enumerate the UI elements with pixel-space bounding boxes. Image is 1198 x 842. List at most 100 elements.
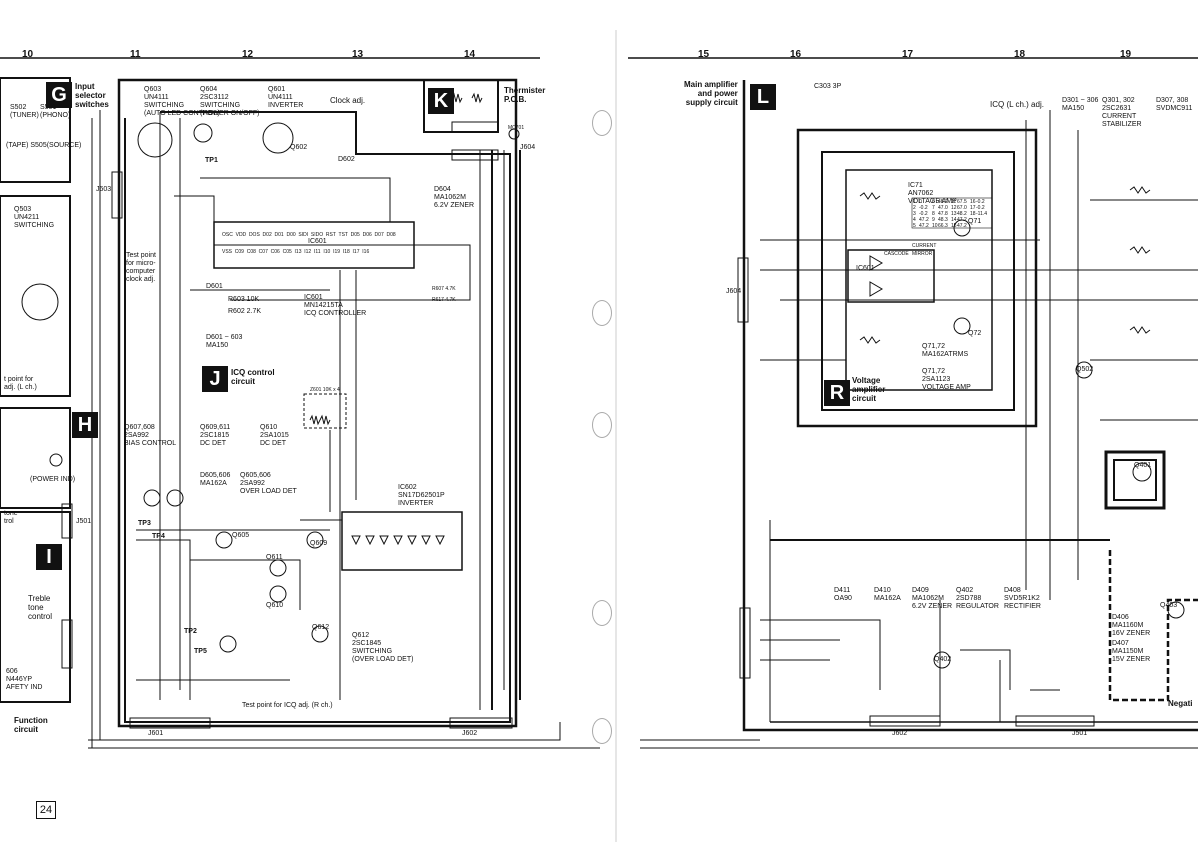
ic7-table-cell: 10 (932, 223, 938, 229)
binder-hole-5 (592, 718, 612, 744)
label-tp1: TP1 (205, 157, 218, 164)
ic7-table-cell: 1 (913, 199, 916, 205)
label-s501: S501 (PHONO) (40, 104, 71, 119)
ic7-body (847, 249, 935, 303)
label-j601: J601 (148, 730, 164, 737)
grid-col-6: 15 (698, 49, 710, 60)
ic7-table-cell: 47.2 (919, 217, 929, 223)
label-z601: Z601 10K x 4 (310, 387, 340, 393)
q401-block (1104, 450, 1166, 510)
ic7-table-cell: 67.0 (957, 205, 967, 211)
label-q612-b: Q612 (312, 624, 330, 631)
label-c303: C303 3P (814, 83, 842, 90)
q607-symbol (143, 489, 161, 507)
ic7-table-cell: 47.2 (957, 217, 967, 223)
q612-symbol (311, 625, 329, 643)
grid-col-7: 16 (790, 49, 802, 60)
ic7-table-cell: -0.2 (919, 205, 928, 211)
label-ic601-pins-bot: VSS C09 C08 C07 C06 C05 I13 I12 I11 I10 … (222, 249, 370, 255)
ic7-table-cell: -0.2 (919, 211, 928, 217)
ic7-table-cell: 47.2 (957, 223, 967, 229)
label-j604: J604 (520, 144, 536, 151)
jl-bottom2-connector (1015, 715, 1095, 727)
label-q610: Q610 2SA1015 DC DET (260, 424, 289, 447)
section-r-title: Voltage amplifier circuit (852, 376, 886, 403)
jl-left-connector (739, 607, 751, 679)
ic7-table-cell: 7 (932, 205, 935, 211)
label-d604: D604 MA1062M 6.2V ZENER (434, 186, 475, 209)
label-d409: D409 MA1062M 6.2V ZENER (912, 587, 953, 610)
label-ic601-pins-top: OSC VDD DOS D02 D01 D00 SIDI SIDO RST TS… (222, 232, 396, 238)
ic7-table-cell: 67.5 (957, 199, 967, 205)
page-number: 24 (36, 801, 56, 819)
grid-col-8: 17 (902, 49, 914, 60)
label-q605-606: Q605,606 2SA992 OVER LOAD DET (240, 472, 297, 495)
label-d406: D406 MA1160M 16V ZENER (1112, 614, 1151, 637)
j601-connector (129, 717, 211, 729)
q611-symbol (269, 559, 287, 577)
label-tp5: TP5 (194, 648, 207, 655)
label-q603: Q603 UN4111 SWITCHING (AUTO LED CONTROL) (144, 86, 220, 117)
label-j602: J602 (462, 730, 478, 737)
power-ind-lamp (49, 453, 63, 467)
q601-symbol (262, 122, 294, 154)
section-i-marker: I (36, 544, 62, 570)
label-q503: Q503 UN4211 SWITCHING (14, 206, 55, 229)
label-q612: Q612 2SC1845 SWITCHING (OVER LOAD DET) (352, 632, 414, 663)
label-r617: R617 4.7K (432, 297, 456, 303)
ic7-table-cell: 47.8 (938, 211, 948, 217)
negative-supply-path (1108, 550, 1198, 702)
j603-connector (111, 171, 123, 219)
label-q72-b: Q72 (968, 330, 982, 337)
label-j602-l: J602 (892, 730, 908, 737)
grid-col-2: 11 (130, 49, 141, 60)
label-s505: (TAPE) S505(SOURCE) (6, 142, 82, 149)
panel-q503 (0, 195, 71, 397)
grid-col-4: 13 (352, 49, 364, 60)
ic7-table-cell: 15 (951, 223, 957, 229)
panel-h (0, 407, 71, 509)
label-current-mirror: CURRENT MIRROR (912, 243, 937, 257)
panel-g (0, 77, 71, 183)
ic7-table-cell: 12 (951, 205, 957, 211)
section-l-marker: L (750, 84, 776, 110)
ic7-table-cell: 48.2 (957, 211, 967, 217)
binder-hole-3 (592, 412, 612, 438)
ic7-table-cell: -0.2 (976, 199, 985, 205)
label-icq-adj-l: ICQ (L ch.) adj. (990, 100, 1044, 109)
j602-connector (449, 717, 513, 729)
q402-symbol (933, 651, 951, 669)
grid-col-5: 14 (464, 49, 476, 60)
label-tp-clock: Test point for micro- computer clock adj… (126, 252, 156, 283)
q608-symbol (166, 489, 184, 507)
ic7-table-cell: -0.2 (976, 205, 985, 211)
ic7-table-cell: -11.4 (976, 211, 988, 217)
panel-r-inner (845, 169, 993, 391)
label-q601: Q601 UN4111 INVERTER (268, 86, 304, 109)
label-j501-l: J501 (1072, 730, 1088, 737)
grid-col-3: 12 (242, 49, 254, 60)
label-negative: Negati (1168, 699, 1193, 708)
panel-j (117, 78, 518, 728)
grid-col-1: 10 (22, 49, 34, 60)
label-j603: J603 (96, 186, 112, 193)
label-cascode: CASCODE (884, 251, 909, 257)
label-q71-b: Q71 (968, 218, 982, 225)
q605-symbol (215, 531, 233, 549)
q503-symbol (21, 283, 59, 321)
ic7-table-cell: 16 (970, 199, 976, 205)
label-ic601: IC601 (308, 238, 327, 245)
section-g-marker: G (46, 82, 72, 108)
label-q71-72: Q71,72 2SA1123 VOLTAGE AMP (922, 368, 971, 391)
ic7-table-cell: 48.3 (938, 217, 948, 223)
label-tp-icq-r: Test point for ICQ adj. (R ch.) (242, 702, 333, 709)
section-k-title: Thermister P.C.B. (504, 86, 546, 104)
ic7-table-cell: 9 (932, 217, 935, 223)
label-q502-b: Q502 (1076, 366, 1094, 373)
label-q607-608: Q607,608 2SA992 BIAS CONTROL (124, 424, 177, 447)
